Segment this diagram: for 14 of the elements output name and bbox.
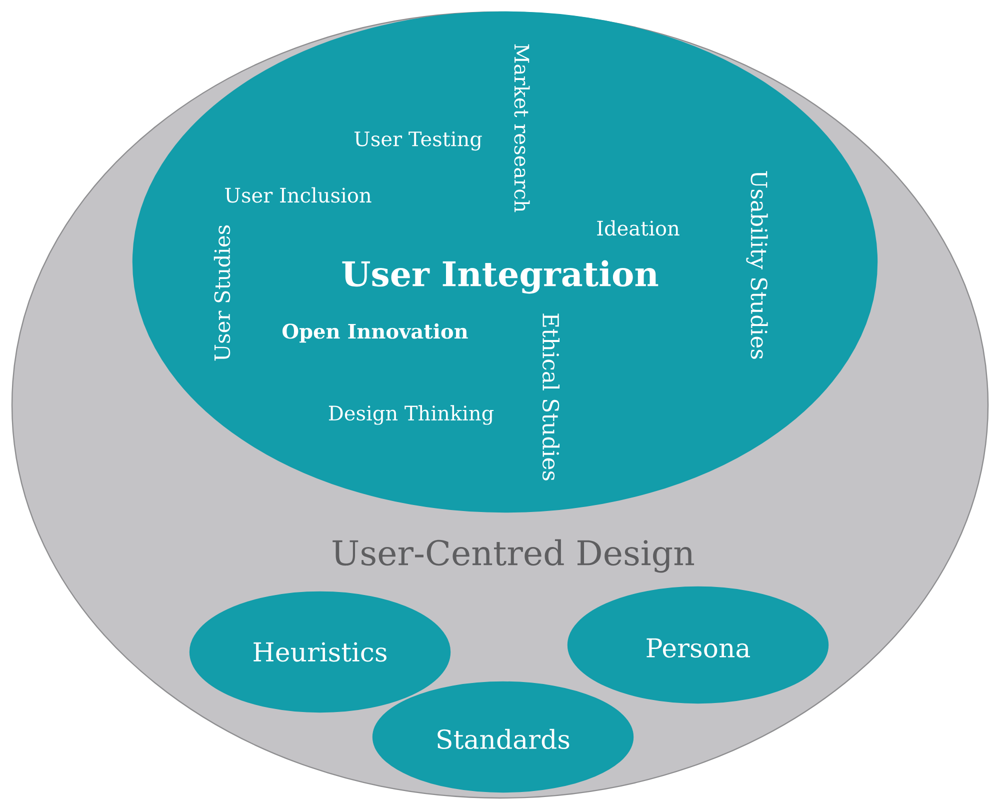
- word-label: Ideation: [597, 220, 680, 236]
- word-label: User Inclusion: [225, 187, 372, 203]
- word-label: User Testing: [354, 131, 482, 151]
- word-label: User Studies: [214, 225, 230, 361]
- word-label: Persona: [646, 638, 750, 658]
- word-label: Ethical Studies: [542, 314, 560, 480]
- word-label: Open Innovation: [282, 323, 468, 343]
- heading-text: User Integration: [342, 260, 658, 294]
- word-label: Usability Studies: [746, 171, 768, 359]
- word-label: Market research: [514, 44, 530, 212]
- word-label: Heuristics: [254, 642, 386, 662]
- heading-text: User-Centred Design: [332, 539, 694, 573]
- word-label: Design Thinking: [328, 405, 494, 425]
- word-label: Standards: [438, 728, 570, 750]
